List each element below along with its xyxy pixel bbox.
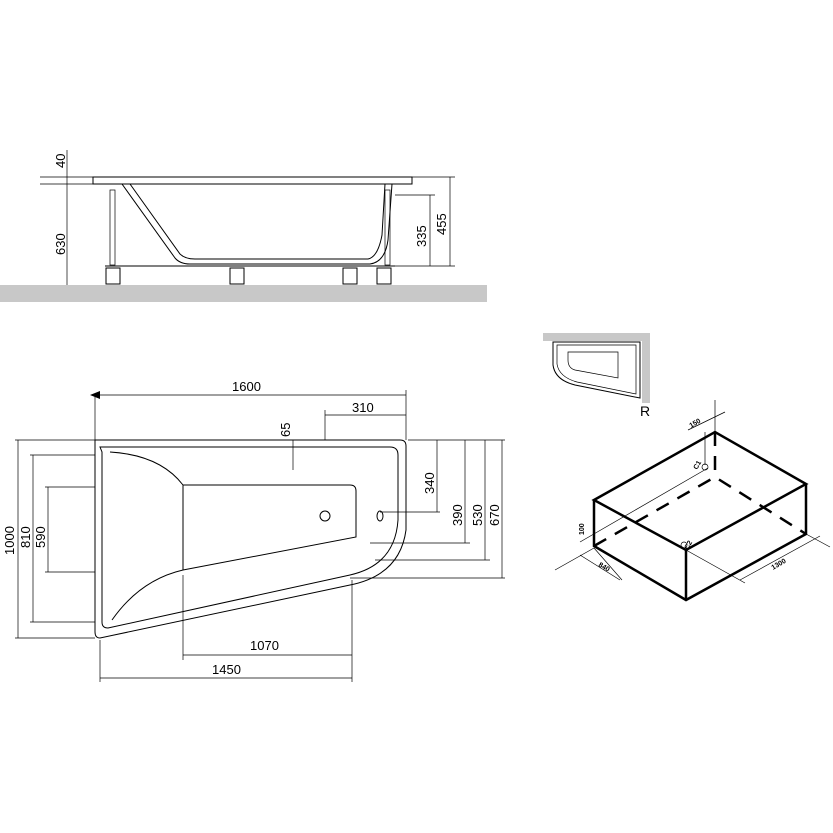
tub-rim-inner xyxy=(99,446,399,629)
plan-view: 1600 310 65 340 390 530 670 1000 810 590… xyxy=(2,379,505,682)
tub-body xyxy=(121,183,393,265)
dim-340: 340 xyxy=(422,472,437,494)
dim-width: 1000 xyxy=(2,526,17,555)
dim-530: 530 xyxy=(470,504,485,526)
dim-810: 810 xyxy=(18,526,33,548)
dim-390: 390 xyxy=(450,504,465,526)
feet xyxy=(105,267,392,285)
iso-view: 150 C1 C2 100 840 1300 xyxy=(554,400,831,602)
dim-150: 150 xyxy=(689,418,703,430)
leg-right xyxy=(384,189,391,266)
box-top xyxy=(591,430,809,552)
dim-total: 455 xyxy=(434,213,449,235)
drain-icon xyxy=(319,510,331,522)
dim-drain-offset: 310 xyxy=(352,400,374,415)
dim-iso-length: 1300 xyxy=(771,558,788,572)
overflow-icon xyxy=(376,510,384,522)
dim-length: 1600 xyxy=(232,379,261,394)
dim-iso-depth: 840 xyxy=(597,562,611,574)
orientation-thumbnail: R xyxy=(543,333,650,419)
dim-height: 630 xyxy=(53,233,68,255)
tub-inner xyxy=(129,183,386,260)
dim-670: 670 xyxy=(487,504,502,526)
tub-basin xyxy=(109,451,357,621)
dim-iso-height: 100 xyxy=(579,523,586,535)
label-c1: C1 xyxy=(693,460,704,471)
tub-outline xyxy=(94,439,407,639)
dim-590: 590 xyxy=(33,526,48,548)
floor xyxy=(0,285,487,302)
box-hidden-edges xyxy=(593,432,807,548)
dim-overflow: 65 xyxy=(278,423,293,437)
dim-inner-depth: 335 xyxy=(414,225,429,247)
dim-rim: 40 xyxy=(53,154,68,168)
side-view: 40 630 335 455 xyxy=(0,150,487,302)
dim-1450: 1450 xyxy=(212,662,241,677)
tub-rim xyxy=(92,176,413,185)
label-c2: C2 xyxy=(684,540,695,551)
box-sides xyxy=(592,484,808,602)
orientation-label: R xyxy=(640,403,650,419)
dim-1070: 1070 xyxy=(250,638,279,653)
leg-left xyxy=(109,189,116,266)
